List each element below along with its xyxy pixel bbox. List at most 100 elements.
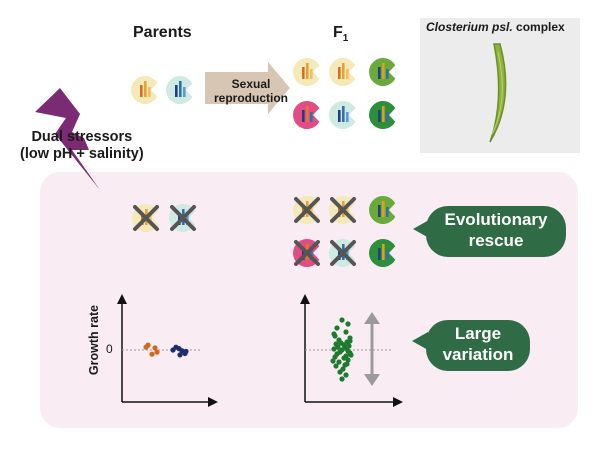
scatter-point <box>333 363 339 369</box>
scatter-point <box>154 349 160 355</box>
cross-icon <box>294 240 320 266</box>
stressed-f1-cell <box>293 196 320 224</box>
chromosome-bar <box>386 69 389 79</box>
cross-icon <box>294 197 320 223</box>
chromosome-bar <box>306 106 309 122</box>
dual-stressors-label: Dual stressors (low pH + salinity) <box>20 129 144 163</box>
chromosome-bar <box>148 87 151 97</box>
stressed-f1-cell <box>329 196 356 224</box>
chromosome-bar <box>179 81 182 97</box>
scatter-point <box>339 376 345 382</box>
reproduction-arrow-icon <box>205 62 290 114</box>
zero-tick-label: 0 <box>106 342 113 356</box>
scatter-point <box>176 346 182 352</box>
species-name: Closterium psl. <box>426 20 513 34</box>
scatter-point <box>341 355 347 361</box>
scatter-point <box>183 348 189 354</box>
scatter-point <box>170 347 176 353</box>
stressed-f1-cell <box>293 239 320 267</box>
chromosome-bar <box>310 69 313 79</box>
stressed-parent-cell <box>132 204 159 233</box>
chromosome-bar <box>302 67 305 79</box>
chromosome-bar <box>346 112 349 122</box>
caption-rest: complex <box>512 20 565 34</box>
double-arrow-icon <box>364 312 380 386</box>
evolutionary-line2: rescue <box>468 231 524 250</box>
f1-cell <box>329 58 356 87</box>
f1-label: F1 <box>333 24 348 44</box>
chromosome-bar <box>378 248 381 260</box>
right-chart-axes <box>300 294 403 407</box>
chromosome-bar <box>342 63 345 79</box>
scatter-point <box>348 352 354 358</box>
chromosome-bar <box>378 110 381 122</box>
sexual-line1: Sexual <box>231 77 271 91</box>
large-line1: Large <box>454 324 502 343</box>
parents-label: Parents <box>133 24 192 41</box>
cross-icon <box>330 240 356 266</box>
chromosome-bar <box>386 250 389 260</box>
surviving-f1-cell <box>369 196 396 224</box>
chromosome-bar <box>386 112 389 122</box>
scatter-point <box>342 362 348 368</box>
f1-cell <box>329 101 356 130</box>
closterium-cell <box>489 43 507 143</box>
scatter-point <box>331 331 337 337</box>
scatter-point <box>334 325 340 331</box>
parent-cell <box>131 76 158 104</box>
chromosome-bar <box>302 110 305 122</box>
large-variation-pill: Large variation <box>426 320 530 371</box>
chromosome-bar <box>378 67 381 79</box>
evolutionary-rescue-pill: Evolutionary rescue <box>426 206 566 257</box>
chromosome-bar <box>306 63 309 79</box>
sexual-reproduction-label: Sexual reproduction <box>214 77 288 105</box>
chromosome-bar <box>378 205 381 217</box>
cross-icon <box>170 205 196 231</box>
scatter-point <box>177 352 183 358</box>
f1-cell <box>293 58 320 87</box>
scatter-point <box>338 340 344 346</box>
f1-cell <box>293 101 320 130</box>
scatter-point <box>331 346 337 352</box>
chromosome-bar <box>140 85 143 97</box>
left-chart-axes <box>117 294 218 407</box>
scatter-point <box>143 344 149 350</box>
stressor-line1: Dual stressors <box>31 129 133 145</box>
scatter-point <box>345 357 351 363</box>
scatter-point <box>343 372 349 378</box>
chromosome-bar <box>382 63 385 79</box>
stressed-f1-cell <box>329 239 356 267</box>
chromosome-bar <box>338 110 341 122</box>
stressor-line2: (low pH + salinity) <box>20 146 144 162</box>
chromosome-bar <box>175 85 178 97</box>
scatter-point <box>149 351 155 357</box>
micrograph-caption: Closterium psl. complex <box>426 20 565 34</box>
cross-icon <box>330 197 356 223</box>
evolutionary-line1: Evolutionary <box>444 210 548 229</box>
f1-cell <box>369 101 396 130</box>
stressed-parent-cell <box>169 204 196 233</box>
scatter-point <box>343 329 349 335</box>
scatter-point <box>336 359 342 365</box>
scatter-point <box>332 354 338 360</box>
sexual-line2: reproduction <box>214 91 288 105</box>
growth-rate-label: Growth rate <box>87 304 101 376</box>
f1-main: F <box>333 24 343 41</box>
variation-pill-tail <box>412 332 428 350</box>
scatter-point <box>337 369 343 375</box>
chromosome-bar <box>382 244 385 260</box>
scatter-point <box>152 345 158 351</box>
chromosome-bar <box>310 112 313 122</box>
scatter-point <box>330 358 336 364</box>
chromosome-bar <box>183 87 186 97</box>
f1-cell <box>369 58 396 87</box>
evolutionary-pill-tail <box>413 220 429 238</box>
cells-layer <box>131 58 396 267</box>
chromosome-bar <box>382 201 385 217</box>
scatter-layer <box>143 317 354 382</box>
surviving-f1-cell <box>369 239 396 267</box>
f1-subscript: 1 <box>342 33 349 45</box>
scatter-point <box>335 344 341 350</box>
scatter-point <box>346 343 352 349</box>
parent-cell <box>166 76 193 104</box>
